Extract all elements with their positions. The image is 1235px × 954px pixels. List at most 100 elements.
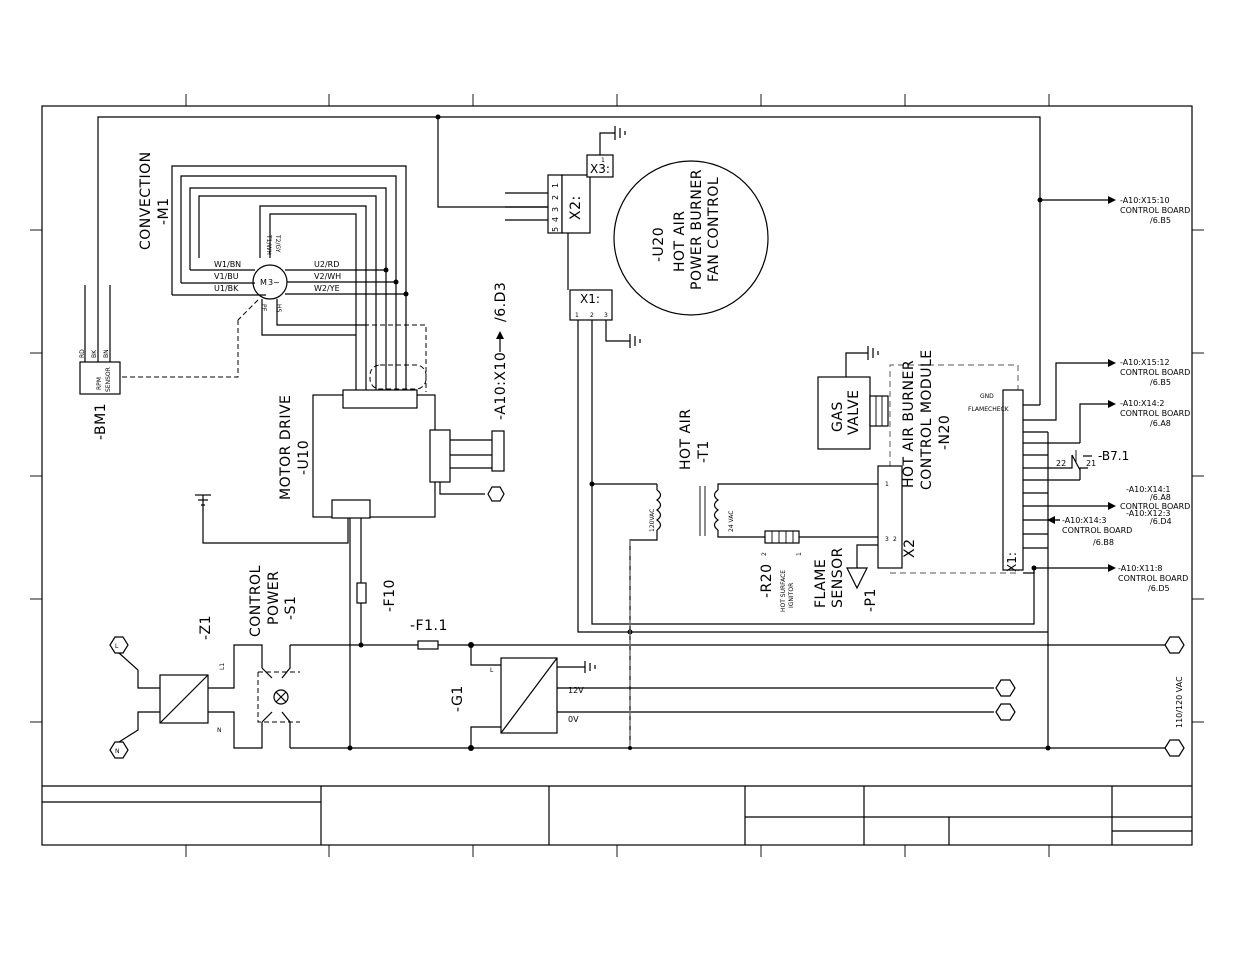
supply-voltage-label: 110/120 VAC [1175,676,1184,728]
transformer: 120VAC 24 VAC HOT AIR -T1 [589,409,880,745]
x2-pin-2: 2 [551,195,560,200]
xref-3-desc: CONTROL BOARD [1120,409,1190,418]
drive-cross-ref: -A10:X10 [493,352,509,420]
terminal-l [109,636,129,654]
terminal-0v [995,703,1016,721]
module-flamecheck: FLAMECHECK [968,406,1010,413]
terminal-n-label: N [115,748,120,755]
xref-2-ref: -A10:X15:12 [1120,358,1170,367]
xref-6-ref: -A10:X14:3 [1062,516,1107,525]
x2-pin-5: 5 [551,227,560,232]
power-section: L N -Z1 L1 N CONTROL POWER -S1 [109,518,1185,759]
xref-1-desc: CONTROL BOARD [1120,206,1190,215]
motor-phase: 3~ [268,278,280,287]
flame-sensor-line1: FLAME [813,559,829,608]
fan-control: -U20 HOT AIR POWER BURNER FAN CONTROL 5 … [505,126,1048,633]
transformer-secondary: 24 VAC [728,511,735,532]
convection-ref: -M1 [156,197,172,225]
module-line1: HOT AIR BURNER [901,360,917,488]
xref-5-page: /6.D4 [1150,517,1172,526]
motor-terminal-w2: W2/YE [314,284,340,293]
thermostat-ref: -B7.1 [1098,449,1129,463]
convection-motor: M 3~ W1/BN V1/BU U1/BK U2/RD V2/WH W2/YE… [108,151,409,395]
flame-sensor: FLAME SENSOR -P1 [813,544,880,612]
xref-1-ref: -A10:X15:10 [1120,196,1170,205]
transformer-primary: 120VAC [649,509,656,532]
filter-n: N [217,727,222,734]
x3-pin-1: 1 [601,157,605,164]
xref-6-desc: CONTROL BOARD [1062,526,1132,535]
flame-sensor-ref: -P1 [863,588,879,612]
gas-valve-line1: GAS [830,401,846,432]
fan-control-line2: POWER BURNER [689,169,705,290]
xref-6-page: /6.B8 [1093,538,1114,547]
xref-3-ref: -A10:X14:2 [1120,399,1165,408]
x2-label: X2: [568,195,584,220]
module-ref: -N20 [937,415,953,450]
ignitor-line2: IGNITOR [788,583,795,608]
ignitor-pin-1: 1 [796,552,803,556]
psu-l: L [490,667,494,674]
fan-control-ref: -U20 [651,227,667,262]
rpm-wire-rd: RD [79,349,86,358]
psu-0v: 0V [568,715,579,724]
ignitor-ref: -R20 [759,563,775,598]
xref-2-page: /6.B5 [1150,378,1171,387]
x3-label: X3: [590,162,610,176]
xref-5-ref: -A10:X12:3 [1126,509,1171,518]
thermostat-pin-21: 21 [1086,459,1096,468]
xref-1-page: /6.B5 [1150,216,1171,225]
thermostat-pin-22: 22 [1056,459,1066,468]
motor-terminal-w1: W1/BN [214,260,241,269]
motor-terminal-pe: PE [260,304,267,312]
fuse-f11-ref: -F1.1 [410,618,448,634]
rpm-sensor-ref: -BM1 [93,403,109,440]
terminal-12v [995,679,1016,697]
rpm-wire-bk: BK [91,349,98,358]
switch-ref: -S1 [283,596,299,620]
motor-terminal-hs: HS [275,304,282,313]
xref-7-page: /6.D5 [1148,584,1170,593]
rpm-sensor: RD BK BN RPM SENSOR -BM1 [79,285,121,440]
rpm-sensor-label-1: RPM [96,377,103,390]
x2-pin-3: 3 [551,207,560,212]
motor-terminal-u2: U2/RD [314,260,339,269]
x2-pin-4: 4 [551,217,560,222]
fan-control-line1: HOT AIR [672,211,688,272]
hot-surface-ignitor: 2 1 -R20 HOT SURFACE IGNITOR [759,530,880,612]
psu-ref: -G1 [450,685,466,712]
gas-valve-line2: VALVE [846,390,862,435]
module-x1-label: X1: [1005,552,1019,572]
x1-pin-1: 1 [575,312,579,319]
motor-terminal-v1: V1/BU [214,272,239,281]
flame-sensor-line2: SENSOR [830,547,846,608]
transformer-ref: -T1 [696,440,712,463]
motor-terminal-v2: V2/WH [314,272,341,281]
drawing-frame [30,94,1204,857]
xref-7-ref: -A10:X11:8 [1118,564,1163,573]
filter-ref: -Z1 [198,615,214,640]
convection-label: CONVECTION [138,151,154,250]
module-x2-pin-3: 3 [885,536,889,543]
ignitor-line1: HOT SURFACE [780,570,787,612]
module-line2: CONTROL MODULE [919,349,935,490]
rpm-sensor-label-2: SENSOR [105,367,112,392]
x1-pin-3: 3 [604,312,608,319]
module-x2-pin-1: 1 [885,481,889,488]
psu-12v: 12V [568,686,584,695]
drive-cross-page: /6.D3 [493,282,509,322]
gas-valve: GAS VALVE [817,346,889,450]
burner-control-module: 1 3 2 X2 HOT AIR BURNER CONTROL MODULE -… [877,349,1116,748]
fan-control-line3: FAN CONTROL [706,177,722,282]
filter-l1: L1 [219,663,226,670]
fuse-f10-ref: -F10 [382,579,398,612]
terminal-n [109,741,129,759]
cross-references: -A10:X15:10 CONTROL BOARD /6.B5 -A10:X15… [1062,196,1190,593]
motor-drive-label: MOTOR DRIVE [278,395,294,500]
terminal-n-out [1164,739,1185,757]
x1-label: X1: [580,292,600,306]
xref-3-page: /6.A8 [1150,419,1171,428]
motor-terminal-u1: U1/BK [214,284,239,293]
x2-pin-1: 1 [551,183,560,188]
motor-drive: MOTOR DRIVE -U10 -A10:X10 /6.D3 [195,282,509,544]
